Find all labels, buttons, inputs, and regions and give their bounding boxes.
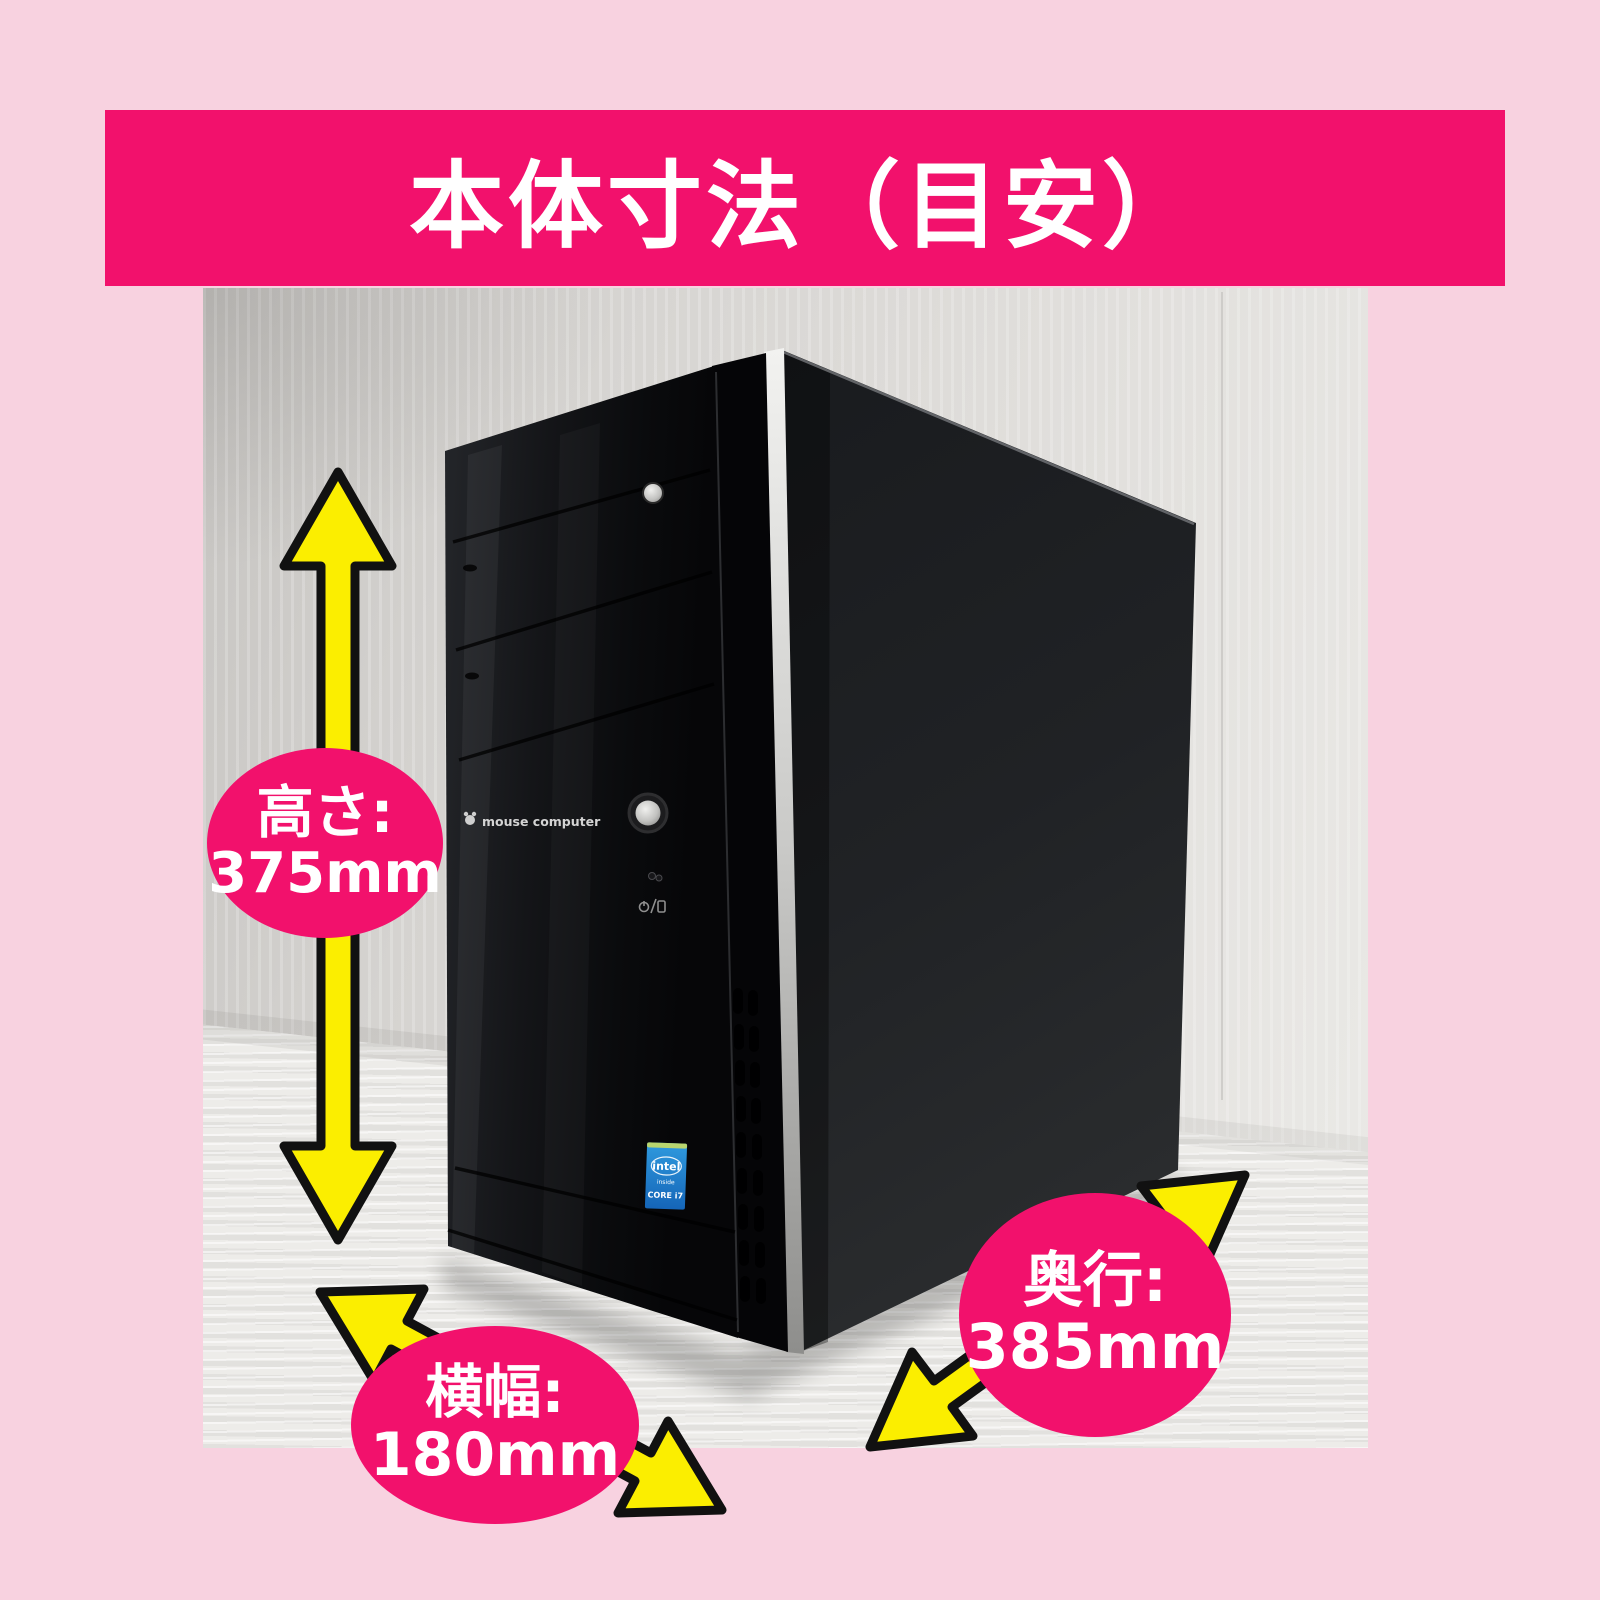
front-edge-highlight <box>715 371 739 1333</box>
cpu-sticker: intel inside CORE i7 <box>644 1142 688 1210</box>
intel-logo-ring <box>650 1156 682 1176</box>
width-label: 横幅: <box>425 1358 565 1427</box>
side-panel-edge-shade <box>782 350 830 1352</box>
mouse-logo-ear <box>463 811 469 817</box>
intel-sticker-topstrip <box>647 1142 688 1149</box>
mouse-logo-icon <box>465 815 475 825</box>
mic-led-icon <box>648 872 663 882</box>
side-panel <box>782 350 1196 1352</box>
depth-label: 奥行: <box>1023 1246 1167 1317</box>
height-badge: 高さ: 375mm <box>207 748 443 938</box>
brand-logo: mouse computer <box>463 811 601 829</box>
front-panel <box>445 366 738 1338</box>
height-label: 高さ: <box>256 780 394 847</box>
depth-value: 385mm <box>965 1309 1225 1383</box>
bay-notch <box>463 564 477 572</box>
width-value: 180mm <box>369 1419 621 1490</box>
front-trim <box>764 348 804 1354</box>
drive-bay-grooves <box>447 468 738 1322</box>
brand-logo-text: mouse computer <box>482 814 601 829</box>
vent-grill-icon <box>733 988 766 1304</box>
height-value: 375mm <box>208 840 442 906</box>
power-button <box>635 800 661 826</box>
title-banner: 本体寸法（目安） <box>105 110 1505 286</box>
power-hdd-indicator-icon <box>638 898 666 914</box>
depth-badge: 奥行: 385mm <box>959 1193 1231 1437</box>
width-badge: 横幅: 180mm <box>351 1326 639 1524</box>
intel-model-text: CORE i7 <box>647 1190 683 1200</box>
bay-notch-2 <box>465 672 479 680</box>
mouse-logo-ear2 <box>471 811 477 817</box>
case-floor-shadow <box>440 1172 1186 1398</box>
intel-logo-text: intel <box>652 1160 681 1174</box>
eject-button <box>642 482 664 504</box>
page-title: 本体寸法（目安） <box>408 151 1201 262</box>
intel-inside-text: inside <box>657 1179 675 1187</box>
pc-tower: mouse computer intel in <box>445 348 1196 1354</box>
side-top-highlight <box>782 350 1195 526</box>
